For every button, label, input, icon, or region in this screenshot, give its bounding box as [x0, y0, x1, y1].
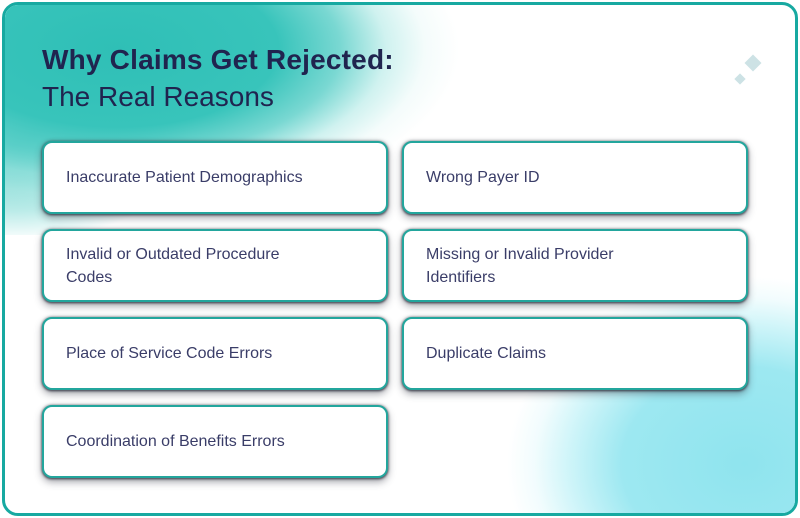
reason-card-wrong-payer-id: Wrong Payer ID	[402, 141, 748, 214]
reason-card-label: Coordination of Benefits Errors	[66, 433, 285, 450]
reason-card-missing-invalid-provider-identifiers: Missing or Invalid Provider Identifiers	[402, 229, 748, 302]
reason-card-label: Missing or Invalid Provider Identifiers	[426, 245, 614, 286]
page-title-line2: The Real Reasons	[42, 81, 274, 112]
reason-card-coordination-of-benefits-errors: Coordination of Benefits Errors	[42, 405, 388, 478]
diamond-icon	[734, 73, 746, 85]
reason-card-label: Inaccurate Patient Demographics	[66, 169, 303, 186]
page-title: Why Claims Get Rejected: The Real Reason…	[42, 41, 394, 115]
reason-card-inaccurate-patient-demographics: Inaccurate Patient Demographics	[42, 141, 388, 214]
reason-card-label: Wrong Payer ID	[426, 169, 540, 186]
reason-card-label: Place of Service Code Errors	[66, 345, 273, 362]
page-title-line1: Why Claims Get Rejected:	[42, 44, 394, 75]
reasons-grid: Inaccurate Patient Demographics Wrong Pa…	[42, 141, 748, 478]
reason-card-invalid-outdated-procedure-codes: Invalid or Outdated Procedure Codes	[42, 229, 388, 302]
reason-card-place-of-service-code-errors: Place of Service Code Errors	[42, 317, 388, 390]
reason-card-label: Duplicate Claims	[426, 345, 547, 362]
diamond-icon	[744, 54, 762, 72]
reason-card-label: Invalid or Outdated Procedure Codes	[66, 245, 280, 286]
reason-card-duplicate-claims: Duplicate Claims	[402, 317, 748, 390]
